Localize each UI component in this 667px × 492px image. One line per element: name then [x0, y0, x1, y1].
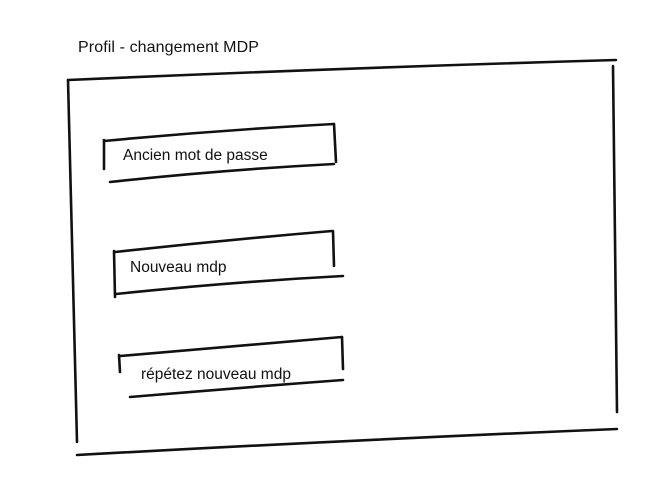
panel-right-edge	[611, 64, 619, 414]
old-password-label: Ancien mot de passe	[123, 147, 268, 164]
page-title: Profil - changement MDP	[78, 39, 260, 56]
panel-top-edge	[66, 58, 618, 82]
new-password-field[interactable]: Nouveau mdp	[110, 226, 346, 298]
old-password-field[interactable]: Ancien mot de passe	[100, 120, 340, 184]
form-panel-frame	[66, 58, 619, 457]
panel-bottom-edge	[75, 427, 619, 457]
repeat-password-field[interactable]: répétez nouveau mdp	[116, 334, 348, 400]
field-frame-old-password	[102, 122, 338, 184]
new-password-label: Nouveau mdp	[130, 259, 227, 276]
field-frame-repeat-password	[117, 335, 345, 399]
repeat-password-label: répétez nouveau mdp	[141, 366, 291, 383]
field-frame-new-password	[112, 229, 345, 299]
panel-left-edge	[66, 78, 79, 444]
